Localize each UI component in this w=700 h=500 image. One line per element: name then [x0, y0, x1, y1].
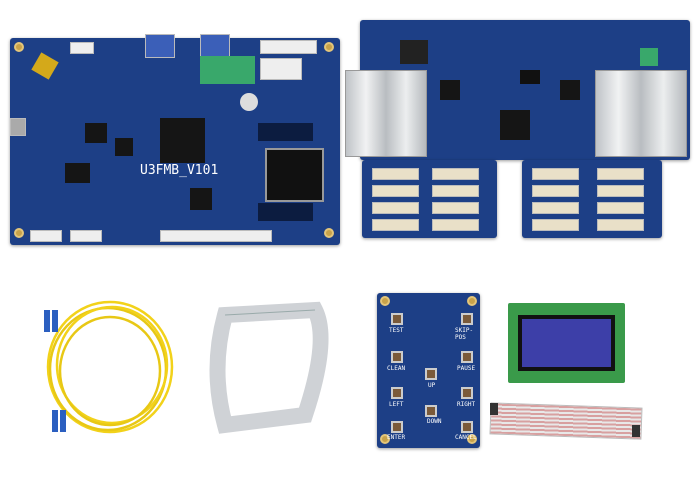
heatsink: [595, 70, 687, 157]
left-label: LEFT: [389, 401, 404, 408]
right-button[interactable]: [461, 387, 473, 399]
left-button[interactable]: [391, 387, 403, 399]
pause-label: PAUSE: [457, 365, 476, 372]
clean-label: CLEAN: [387, 365, 406, 372]
enter-label: ENTER: [387, 434, 406, 441]
test-button[interactable]: [391, 313, 403, 325]
right-label: RIGHT: [457, 401, 476, 408]
head-board-left: [362, 160, 497, 238]
enter-button[interactable]: [391, 421, 403, 433]
down-button[interactable]: [425, 405, 437, 417]
flat-ribbon-cable: [209, 301, 329, 434]
cancel-label: CANCEL: [455, 434, 477, 441]
fiber-optic-cable: [44, 300, 174, 434]
head-board-right: [522, 160, 662, 238]
down-label: DOWN: [427, 418, 442, 425]
cancel-button[interactable]: [461, 421, 473, 433]
up-button[interactable]: [425, 368, 437, 380]
rainbow-ribbon-cable: [489, 402, 643, 440]
board-label: U3FMB_V101: [140, 163, 219, 178]
lcd-screen: [518, 315, 615, 371]
skip-pos-label: SKIP-POS: [455, 327, 474, 341]
lcd-module: [508, 303, 625, 383]
skip-pos-button[interactable]: [461, 313, 473, 325]
main-board: U3FMB_V101: [10, 34, 340, 245]
pause-button[interactable]: [461, 351, 473, 363]
control-panel: TEST SKIP-POS CLEAN PAUSE UP LEFT RIGHT …: [377, 293, 480, 448]
up-label: UP: [428, 382, 436, 389]
clean-button[interactable]: [391, 351, 403, 363]
heatsink: [345, 70, 427, 157]
test-label: TEST: [389, 327, 404, 334]
